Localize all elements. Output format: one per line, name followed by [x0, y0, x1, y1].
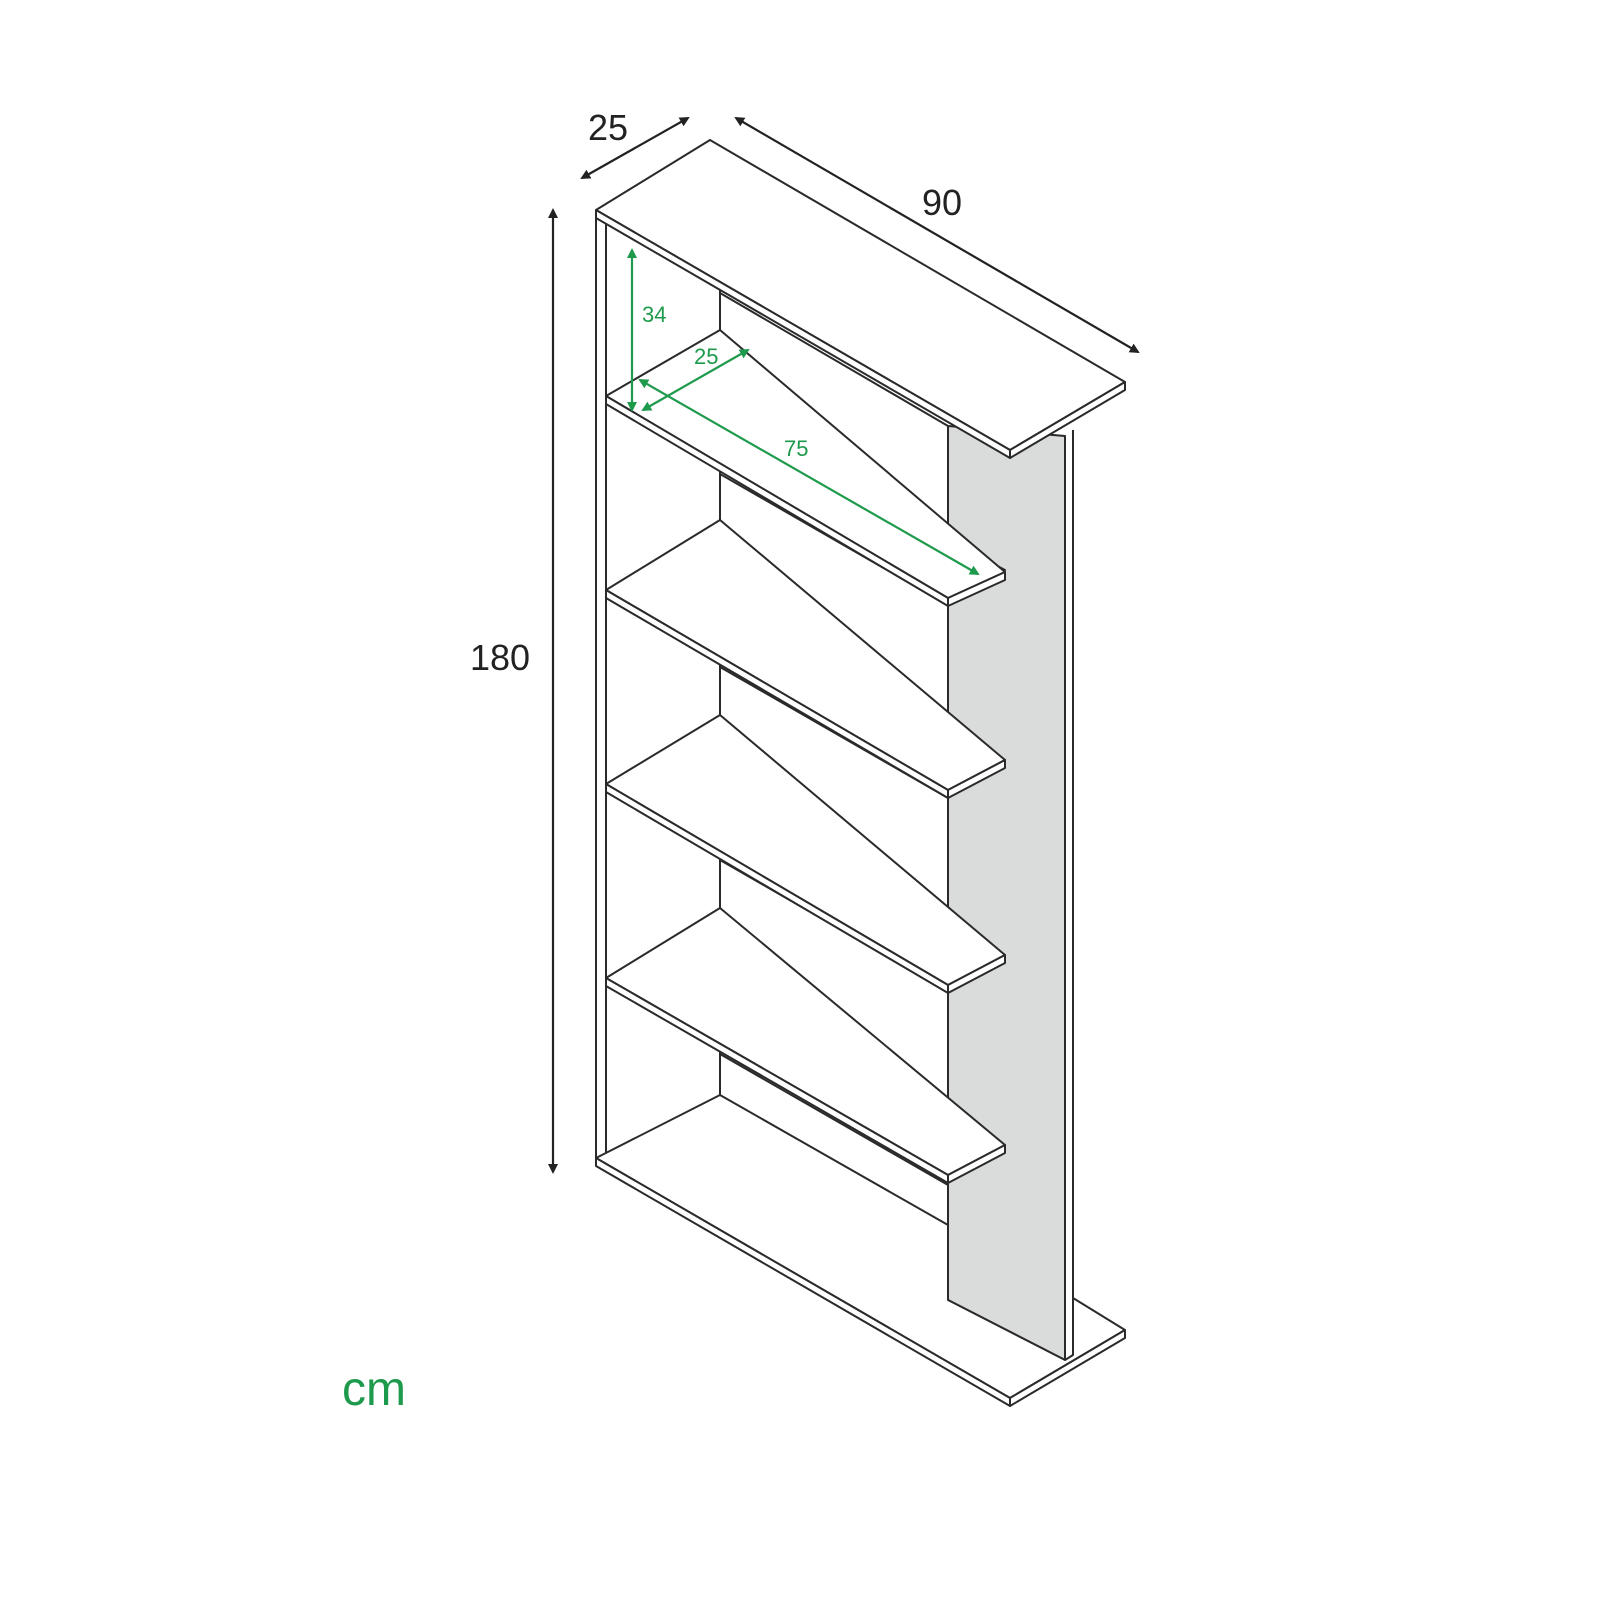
outer-dimension-lines	[548, 116, 1140, 1174]
shelf-2	[605, 519, 1006, 799]
height-label: 180	[470, 637, 530, 678]
inner-dimension-lines	[627, 248, 980, 575]
unit-label: cm	[342, 1363, 406, 1416]
shelf-spacing-label: 34	[642, 302, 666, 327]
shelf-3	[605, 714, 1006, 994]
left-side-panel	[595, 218, 607, 1160]
depth-arrow	[580, 117, 690, 179]
width-label: 90	[922, 182, 962, 223]
bottom-panel	[595, 1094, 1126, 1407]
shelf-width-label: 75	[784, 436, 808, 461]
shelf-depth-label: 25	[694, 344, 718, 369]
width-arrow	[734, 116, 1140, 354]
shelf-4	[605, 907, 1006, 1184]
depth-label: 25	[588, 107, 628, 148]
shelf-width-arrow	[638, 379, 980, 575]
